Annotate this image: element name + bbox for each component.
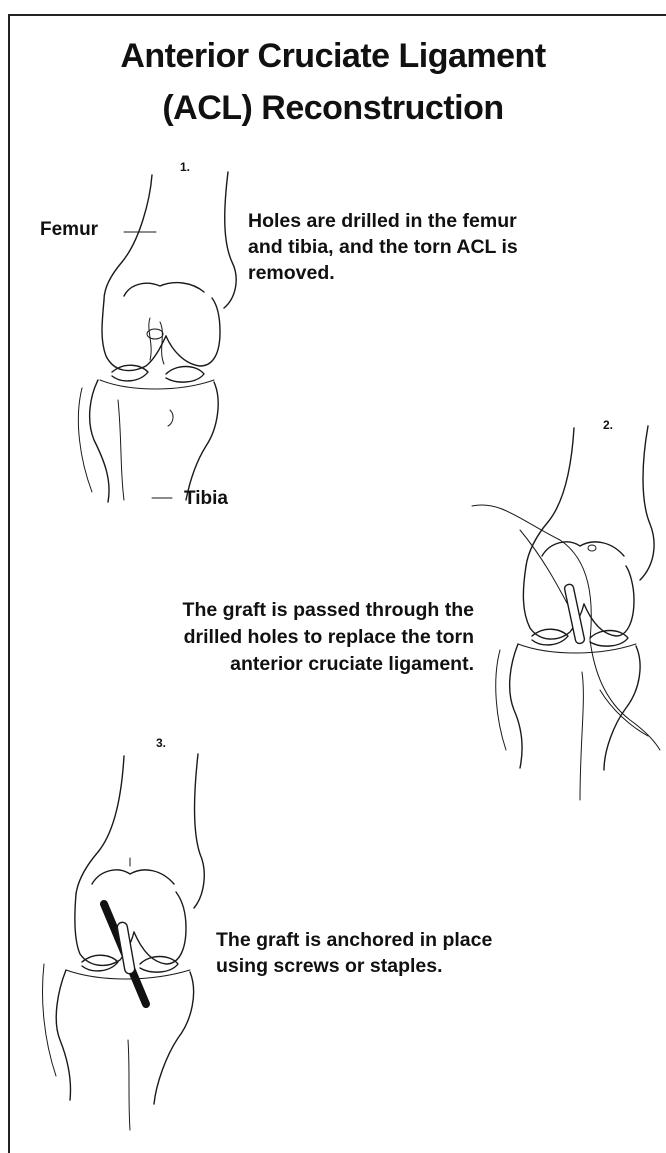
step-3-text-line-1: The graft is anchored in place bbox=[216, 927, 492, 953]
step-3-text-line-2: using screws or staples. bbox=[216, 953, 443, 979]
